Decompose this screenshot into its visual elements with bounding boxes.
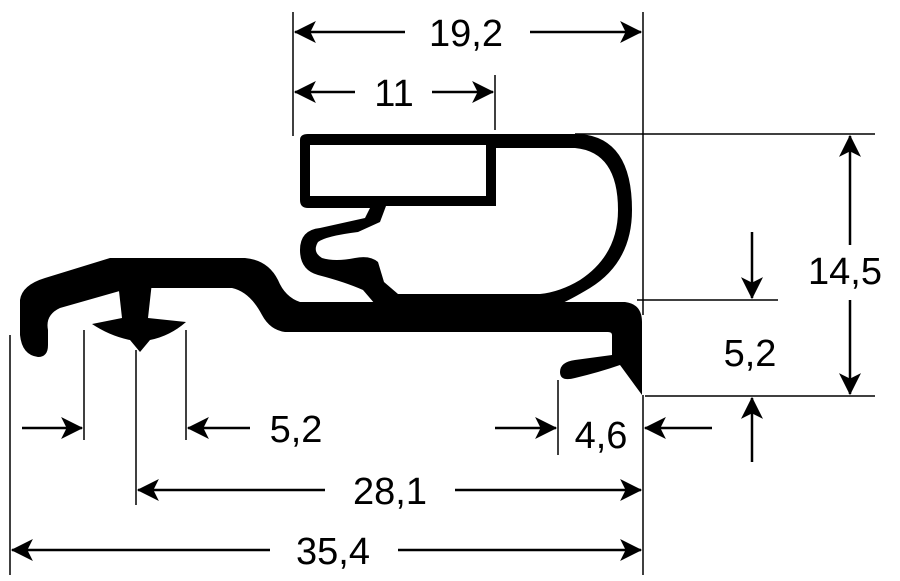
label-top-width: 19,2 bbox=[429, 13, 503, 55]
dimension-labels: 19,2 11 14,5 5,2 5,2 4,6 28,1 35,4 bbox=[270, 13, 882, 573]
label-total-width: 35,4 bbox=[296, 531, 370, 573]
extension-lines bbox=[9, 12, 875, 575]
label-left-gap: 5,2 bbox=[270, 409, 323, 451]
anchor-fin bbox=[92, 282, 186, 352]
label-lower-height: 5,2 bbox=[724, 333, 777, 375]
profile-base bbox=[20, 258, 642, 395]
label-top-inner-width: 11 bbox=[374, 73, 413, 115]
gasket-profile bbox=[20, 134, 642, 395]
label-right-gap: 4,6 bbox=[575, 415, 628, 457]
label-mid-width: 28,1 bbox=[353, 471, 427, 513]
dimension-arrows bbox=[10, 21, 861, 561]
magnet-pocket bbox=[310, 145, 486, 196]
bellows-hollow bbox=[315, 148, 618, 294]
label-total-height: 14,5 bbox=[808, 251, 882, 293]
